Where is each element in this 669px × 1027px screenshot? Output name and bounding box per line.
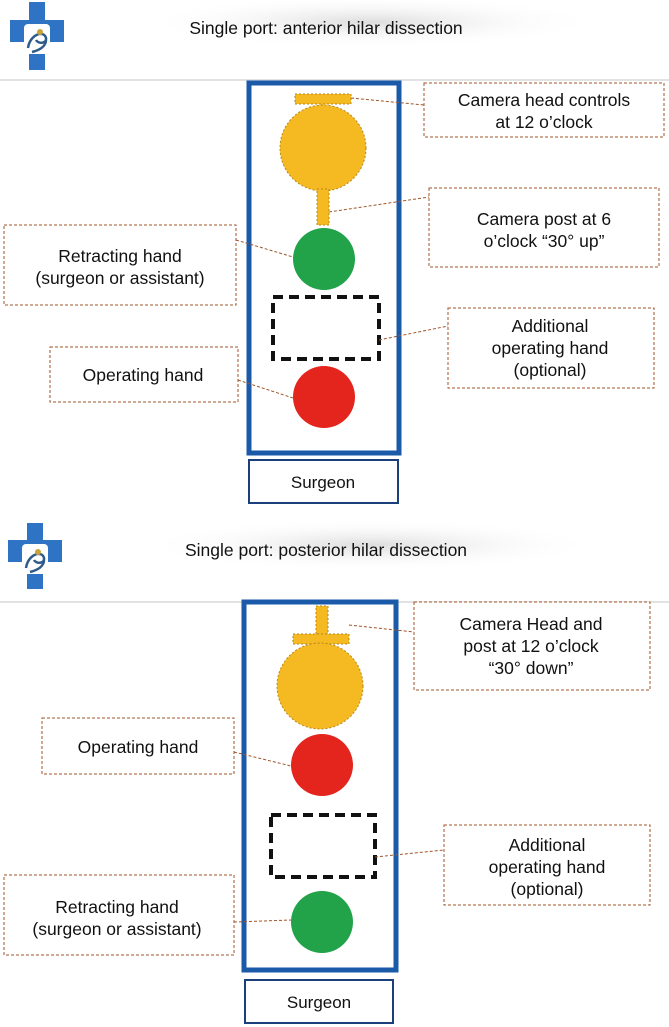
operating-hand-marker — [291, 734, 353, 796]
callout-text: at 12 o’clock — [495, 112, 593, 132]
logo-icon — [8, 523, 62, 589]
retracting-hand-marker — [291, 891, 353, 953]
callout-operating: Operating hand — [49, 346, 294, 403]
surgeon-label: Surgeon — [287, 993, 351, 1012]
panel-title: Single port: posterior hilar dissection — [185, 540, 467, 560]
callout-additional: Additional operating hand (optional) — [378, 307, 655, 389]
callout-text: Camera post at 6 — [477, 209, 611, 229]
callout-text: o’clock “30° up” — [484, 231, 605, 251]
port-frame — [246, 80, 402, 456]
camera-head-icon — [279, 93, 367, 192]
callout-camera: Camera Head and post at 12 o’clock “30° … — [348, 601, 651, 691]
header-band — [0, 519, 669, 603]
callout-camera-post: Camera post at 6 o’clock “30° up” — [328, 187, 660, 268]
callout-text: Additional — [512, 316, 589, 336]
callout-text: (surgeon or assistant) — [32, 919, 201, 939]
camera-head-icon — [276, 605, 364, 730]
port-frame — [241, 599, 399, 973]
callout-text: (optional) — [511, 879, 584, 899]
header-band — [0, 0, 669, 81]
callout-text: operating hand — [492, 338, 609, 358]
callout-text: Operating hand — [78, 737, 199, 757]
callout-text: (optional) — [514, 360, 587, 380]
callout-text: Camera Head and — [460, 614, 603, 634]
operating-hand-marker — [293, 366, 355, 428]
surgeon-box — [248, 459, 399, 504]
callout-camera: Camera head controls at 12 o’clock — [350, 82, 665, 138]
surgeon-box — [244, 979, 394, 1024]
callout-retracting: Retracting hand (surgeon or assistant) — [3, 874, 292, 956]
callout-text: (surgeon or assistant) — [35, 268, 204, 288]
additional-hand-placeholder — [269, 813, 377, 879]
surgeon-label: Surgeon — [291, 473, 355, 492]
panel-posterior: Single port: posterior hilar dissection … — [0, 519, 669, 1024]
callout-text: post at 12 o’clock — [463, 636, 598, 656]
camera-post-icon — [316, 188, 330, 226]
callout-text: Operating hand — [83, 365, 204, 385]
callout-text: Retracting hand — [58, 246, 182, 266]
callout-text: Retracting hand — [55, 897, 179, 917]
panel-title: Single port: anterior hilar dissection — [189, 18, 462, 38]
panel-anterior: Single port: anterior hilar dissection S… — [0, 0, 669, 504]
retracting-hand-marker — [293, 228, 355, 290]
callout-additional: Additional operating hand (optional) — [374, 824, 651, 906]
logo-icon — [10, 2, 64, 70]
callout-text: “30° down” — [489, 658, 574, 678]
additional-hand-placeholder — [271, 295, 381, 361]
callout-text: Camera head controls — [458, 90, 630, 110]
callout-text: Additional — [509, 835, 586, 855]
callout-operating: Operating hand — [41, 717, 292, 775]
callout-retracting: Retracting hand (surgeon or assistant) — [3, 224, 294, 306]
callout-text: operating hand — [489, 857, 606, 877]
